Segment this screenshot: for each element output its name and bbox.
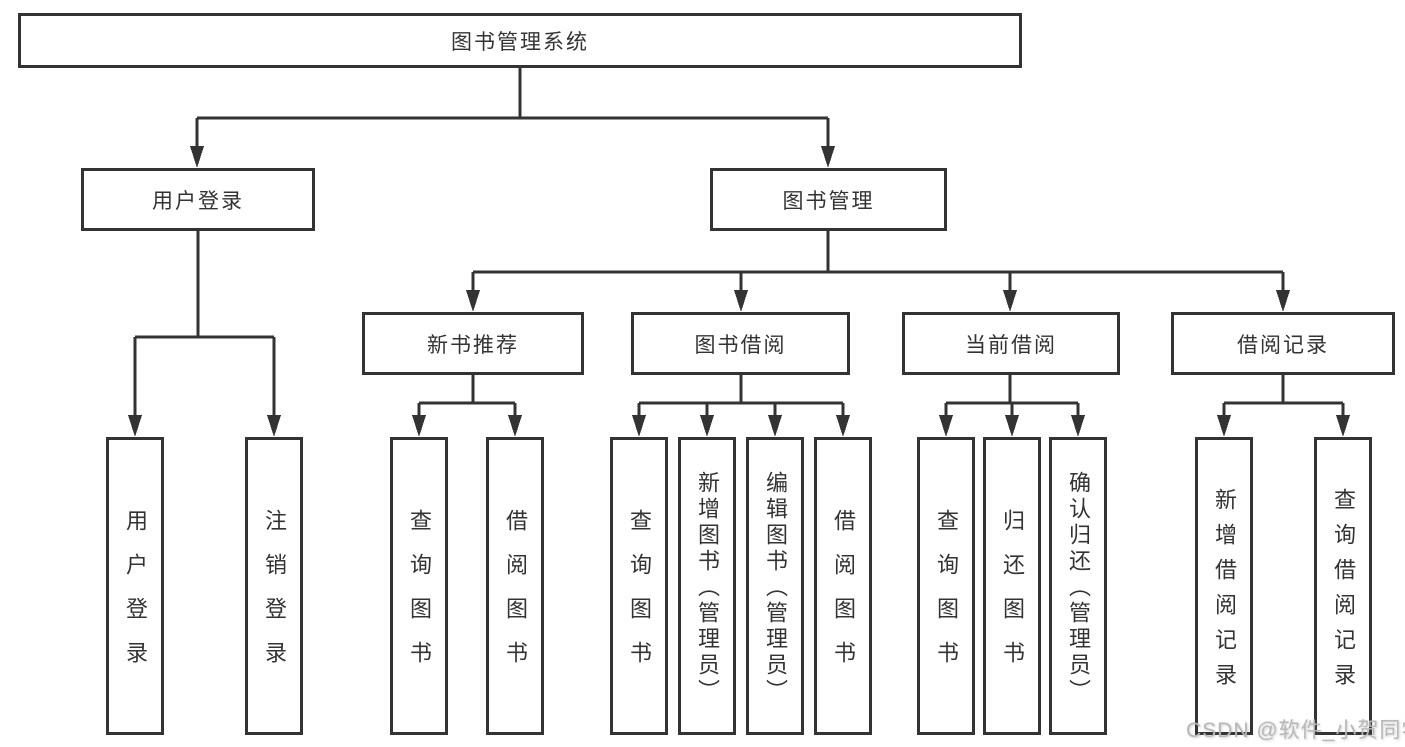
connector-root-to-level2	[195, 68, 830, 150]
arrow-down-icon	[1005, 415, 1019, 437]
leaf-nb-borrow-books: 借阅图书	[486, 437, 544, 735]
arrow-down-icon	[508, 415, 522, 437]
leaf-bb-add-books-admin: 新增图书（管理员）	[678, 437, 736, 735]
arrow-down-icon	[190, 146, 204, 168]
leaf-bb-edit-books-admin: 编辑图书（管理员）	[746, 437, 804, 735]
arrow-down-icon	[632, 415, 646, 437]
connector-borrowing-to-leaves	[637, 375, 845, 419]
arrow-down-icon	[700, 415, 714, 437]
leaf-user-login: 用户登录	[106, 437, 164, 735]
connector-user-login-to-leaves	[133, 231, 276, 419]
arrow-down-icon	[1276, 290, 1290, 312]
leaf-br-add-record: 新增借阅记录	[1195, 437, 1253, 735]
arrow-down-icon	[1336, 415, 1350, 437]
arrow-down-icon	[768, 415, 782, 437]
arrow-down-icon	[267, 415, 281, 437]
arrow-down-icon	[734, 290, 748, 312]
csdn-watermark: CSDN @软件_小贺同学	[1186, 719, 1405, 742]
arrow-down-icon	[128, 415, 142, 437]
leaf-label: 新增图书（管理员）	[695, 471, 720, 705]
arrow-down-icon	[412, 415, 426, 437]
leaf-bb-query-books: 查询图书	[610, 437, 668, 735]
connector-book-mgmt-to-level3	[471, 231, 1285, 295]
node-book-management: 图书管理	[710, 168, 947, 231]
arrow-down-icon	[939, 415, 953, 437]
connector-records-to-leaves	[1222, 375, 1345, 419]
leaf-label: 借阅图书	[503, 509, 528, 685]
leaf-label: 确认归还（管理员）	[1066, 471, 1091, 705]
leaf-label: 查询借阅记录	[1331, 487, 1356, 698]
node-borrowing-records: 借阅记录	[1171, 312, 1395, 375]
node-user-login: 用户登录	[81, 168, 315, 231]
leaf-cb-return-books: 归还图书	[983, 437, 1041, 735]
leaf-cb-confirm-return-admin: 确认归还（管理员）	[1049, 437, 1107, 735]
arrow-down-icon	[466, 290, 480, 312]
connector-current-to-leaves	[944, 375, 1080, 419]
leaf-cb-query-books: 查询图书	[917, 437, 975, 735]
arrow-down-icon	[821, 146, 835, 168]
leaf-br-query-record: 查询借阅记录	[1314, 437, 1372, 735]
leaf-label: 查询图书	[934, 509, 959, 685]
leaf-label: 归还图书	[1000, 509, 1025, 685]
leaf-label: 查询图书	[407, 509, 432, 685]
leaf-label: 编辑图书（管理员）	[763, 471, 788, 705]
arrow-down-icon	[836, 415, 850, 437]
node-new-book-recommend: 新书推荐	[362, 312, 584, 375]
leaf-nb-query-books: 查询图书	[390, 437, 448, 735]
leaf-label: 注销登录	[262, 509, 287, 685]
connector-new-books-to-leaves	[417, 375, 517, 419]
leaf-logout: 注销登录	[245, 437, 303, 735]
leaf-label: 借阅图书	[831, 509, 856, 685]
arrow-down-icon	[1003, 290, 1017, 312]
arrow-down-icon	[1217, 415, 1231, 437]
leaf-label: 用户登录	[123, 509, 148, 685]
arrow-down-icon	[1071, 415, 1085, 437]
node-current-borrowing: 当前借阅	[902, 312, 1120, 375]
leaf-label: 新增借阅记录	[1212, 487, 1237, 698]
leaf-label: 查询图书	[627, 509, 652, 685]
node-root-library-system: 图书管理系统	[18, 13, 1022, 68]
leaf-bb-borrow-books: 借阅图书	[814, 437, 872, 735]
node-book-borrowing: 图书借阅	[631, 312, 850, 375]
